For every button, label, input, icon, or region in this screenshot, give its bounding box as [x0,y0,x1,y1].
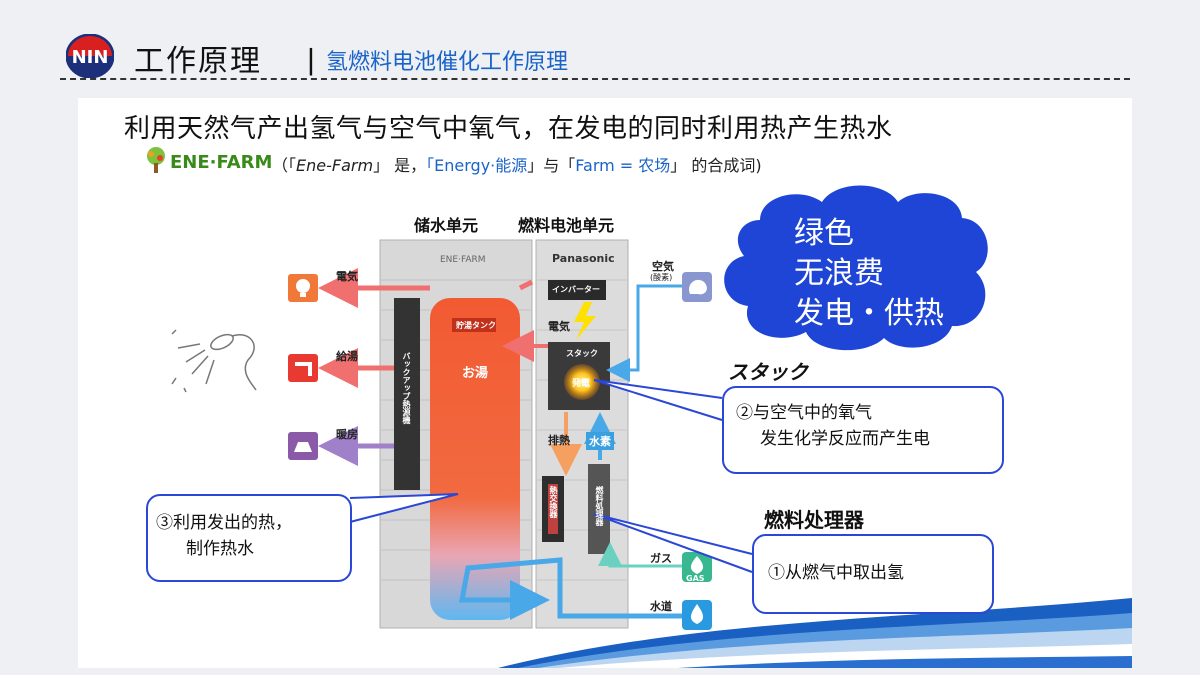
faucet-icon [288,354,318,382]
input-gas-label: ガス [650,552,672,565]
note-end: 」 的合成词) [670,156,762,175]
inner-electricity-label: 電気 [548,320,570,333]
input-air-sublabel: (酸素) [650,273,673,282]
backup-heat-source [394,298,420,490]
wave-decoration [498,598,1132,668]
title-separator: 丨 [296,46,326,81]
hot-water-label: お湯 [462,366,489,381]
note-open: （「 [272,156,297,175]
note-name: Ene-Farm [296,156,374,175]
enefarm-logo-text: ENE·FARM [170,152,273,173]
main-heading: 利用天然气产出氢气与空气中氧气，在发电的同时利用热产生热水 [124,114,893,144]
output-heating-label: 暖房 [336,428,358,441]
stack-core-label: 発電 [572,379,591,389]
note-mid: 」 是， [373,156,427,175]
hot-water-tank [430,298,520,620]
stack-callout-line-2: 发生化学反应而产生电 [760,429,930,449]
input-water-label: 水道 [650,600,672,613]
fuel-processor-box [588,464,610,554]
stack-callout-line-1: ②与空气中的氧气 [736,403,872,423]
exhaust-heat-label: 排熱 [548,434,570,447]
left-unit-brand: ENE·FARM [440,255,486,265]
page-title: 工作原理 [134,44,262,79]
cloud-text: 绿色 无浪费 发电・供热 [794,214,944,334]
cloud-line-3: 发电・供热 [794,296,944,331]
note-energy: 「Energy·能源 [426,156,528,175]
lightning-icon [574,302,596,340]
logo-text: NIN [72,47,109,68]
stack-label: スタック [728,360,808,384]
cloud-line-1: 绿色 [794,216,854,251]
tank-label: 貯湯タンク [456,321,496,330]
right-unit-brand: Panasonic [552,252,615,265]
benefit-cloud [724,185,988,351]
heat-exchanger-label: 熱交換器 [549,486,558,518]
input-air-label: 空気 [652,260,674,273]
inverter-box [548,280,606,300]
company-logo: NIN [66,34,114,78]
fuel-processor-label: 燃料处理器 [764,508,864,532]
shower-icon [171,329,257,393]
heat-callout-line-1: ③利用发出的热， [156,513,292,533]
hydrogen-callout-pointer [593,513,753,573]
stack-callout-pointer [593,379,723,421]
stack-inner-label: スタック [566,349,598,358]
fuel-processor-inner-label: 燃料処理器 [595,486,604,526]
fuel-cell-unit-title: 燃料电池单元 [518,216,615,235]
tree-icon [147,147,165,173]
page-subtitle: 氢燃料电池催化工作原理 [326,50,569,75]
hydrogen-label: 水素 [586,432,614,450]
hydrogen-callout-line-1: ①从燃气中取出氢 [768,563,904,583]
cloud-line-2: 无浪费 [794,256,884,291]
output-hot-water-label: 給湯 [336,350,358,363]
stack-callout: ②与空气中的氧气 发生化学反应而产生电 [722,386,1004,474]
gas-icon-text: GAS [686,574,705,583]
note-and: 」与「 [527,156,576,175]
storage-unit-title: 储水单元 [414,216,479,235]
hydrogen-callout: ①从燃气中取出氢 [752,534,994,614]
heat-callout-line-2: 制作热水 [186,539,254,559]
header-divider [60,78,1130,80]
stack-glow [564,364,600,400]
tank-label-box [452,318,496,332]
backup-label: バックアップ熱源機 [402,352,411,424]
note-farm: Farm = 农场 [575,156,671,175]
heat-callout: ③利用发出的热， 制作热水 [146,494,352,582]
enefarm-note: （「Ene-Farm」 是，「Energy·能源」与「Farm = 农场」 的合… [272,152,762,176]
heat-callout-pointer [349,493,459,523]
inverter-label: インバーター [552,285,600,294]
output-electricity-label: 電気 [336,270,358,283]
